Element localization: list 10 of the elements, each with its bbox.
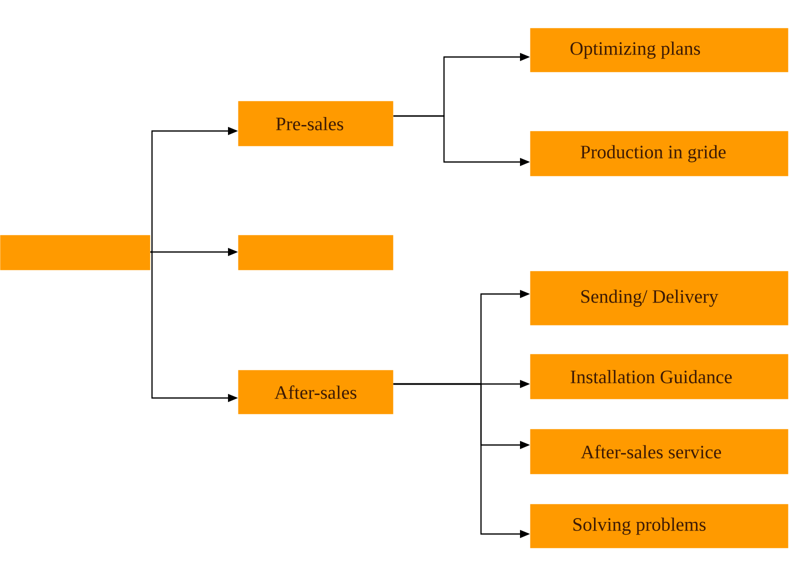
process-box: Installation Guidance bbox=[530, 354, 788, 400]
process-box bbox=[0, 235, 150, 270]
process-box: Optimizing plans bbox=[530, 28, 788, 72]
process-box: Sending/ Delivery bbox=[530, 271, 788, 326]
process-box: Production in gride bbox=[530, 131, 788, 176]
process-box bbox=[238, 235, 394, 270]
process-box: After-sales service bbox=[530, 429, 788, 474]
process-box: Pre-sales bbox=[238, 101, 394, 146]
process-box: After-sales bbox=[238, 370, 394, 414]
process-box: Solving problems bbox=[530, 504, 788, 548]
